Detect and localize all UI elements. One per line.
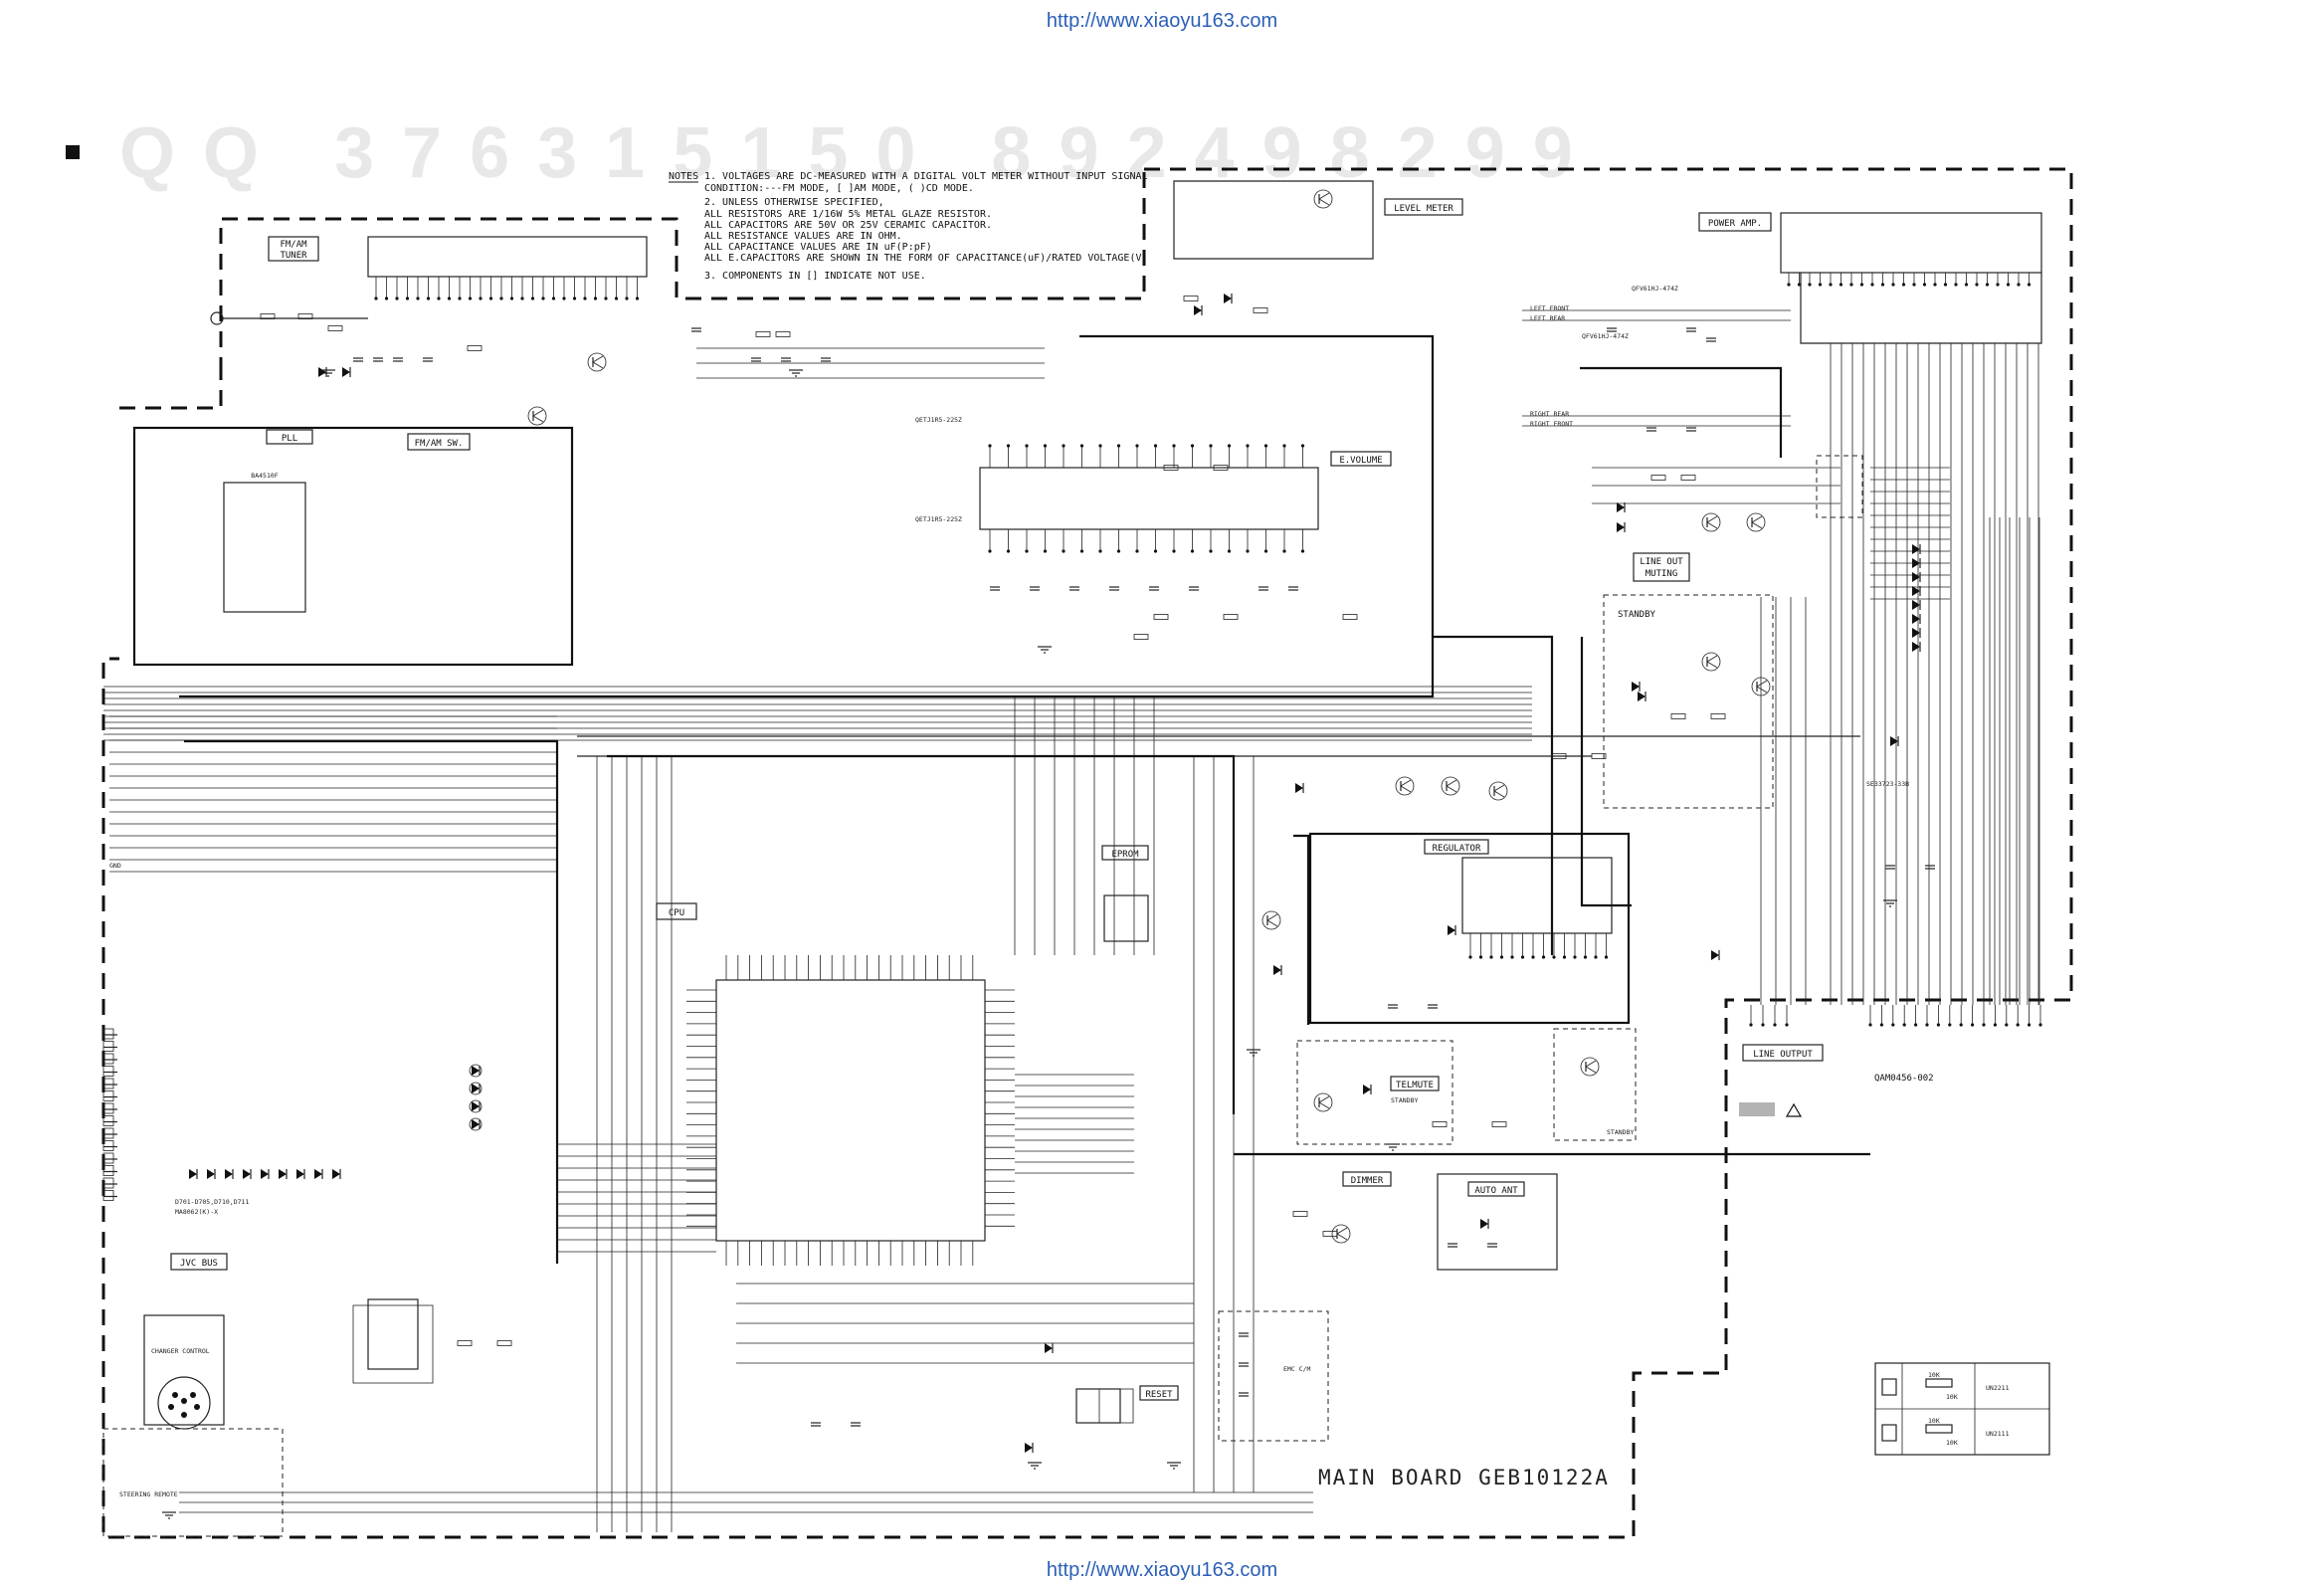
- auto-ant-block: AUTO ANT: [1437, 1173, 1558, 1271]
- main-connector: QAM0456-002: [1868, 1005, 2042, 1084]
- notes-heading: NOTES: [669, 171, 698, 182]
- transistor-legend: 10K 10K UN2211 10K 10K UN2111: [1874, 1362, 2050, 1456]
- line-out-muting-label-2: MUTING: [1646, 569, 1678, 579]
- eprom-block: EPROM: [1101, 845, 1149, 942]
- legend-part-row1: UN2211: [1986, 1384, 2010, 1392]
- e-volume-label: E.VOLUME: [1339, 456, 1382, 466]
- pll-label: PLL: [282, 434, 297, 444]
- note-line-6: ALL RESISTANCE VALUES ARE IN OHM.: [704, 231, 902, 242]
- signal-left-front: LEFT FRONT: [1530, 304, 1569, 312]
- note-line-9: 3. COMPONENTS IN [] INDICATE NOT USE.: [704, 271, 926, 282]
- header-url[interactable]: http://www.xiaoyu163.com: [1047, 10, 1277, 32]
- board-title: MAIN BOARD GEB10122A: [1318, 1466, 1610, 1489]
- note-line-4: ALL RESISTORS ARE 1/16W 5% METAL GLAZE R…: [704, 209, 992, 220]
- eprom-label: EPROM: [1111, 850, 1139, 860]
- warning-icon: [1785, 1102, 1803, 1117]
- reset-block: RESET: [1075, 1385, 1179, 1424]
- power-amp-block: POWER AMP.: [1698, 212, 2042, 344]
- level-meter-block: LEVEL METER: [1173, 180, 1463, 260]
- telmute-block: TELMUTE STANDBY: [1296, 1040, 1453, 1145]
- legend-part-row2: UN2111: [1986, 1430, 2010, 1438]
- legend-r2-row2: 10K: [1946, 1439, 1958, 1447]
- reset-label: RESET: [1145, 1390, 1173, 1400]
- notes-block: NOTES 1. VOLTAGES ARE DC-MEASURED WITH A…: [669, 171, 1148, 282]
- power-amp-label: POWER AMP.: [1708, 219, 1762, 229]
- warning-swatch: [1739, 1102, 1775, 1116]
- steering-remote-block: STEERING REMOTE: [102, 1428, 284, 1537]
- e-vol-cap-bottom: QETJ1R5-225Z: [915, 515, 962, 523]
- legend-r1-row1: 10K: [1928, 1371, 1940, 1379]
- steering-remote-label: STEERING REMOTE: [119, 1490, 178, 1498]
- fm-am-tuner-block: FM/AM TUNER: [268, 236, 648, 300]
- fm-am-sw-label: FM/AM SW.: [415, 439, 464, 449]
- auto-ant-label: AUTO ANT: [1474, 1186, 1518, 1196]
- zener-code: SE33723-33B: [1866, 780, 1909, 788]
- line-output-block: LINE OUTPUT: [1742, 1005, 1824, 1062]
- regulator-block: REGULATOR: [1308, 832, 1631, 1025]
- legend-r1-row2: 10K: [1928, 1417, 1940, 1425]
- signal-right-rear: RIGHT REAR: [1530, 410, 1569, 418]
- emc-cm-label: EMC C/M: [1283, 1365, 1310, 1373]
- jvc-bus-block: JVC BUS CHANGER CONTROL: [143, 1253, 419, 1430]
- page-marker: [66, 145, 80, 159]
- signal-left-rear: LEFT REAR: [1530, 314, 1565, 322]
- cpu-block: CPU: [656, 902, 1015, 1266]
- dimmer-label: DIMMER: [1351, 1176, 1384, 1186]
- cap-code-2: QFV61HJ-474Z: [1582, 332, 1629, 340]
- tuner-label-2: TUNER: [280, 251, 307, 261]
- line-output-label: LINE OUTPUT: [1753, 1050, 1813, 1060]
- circuit-wiring: [102, 189, 2040, 1532]
- diode-array-code: MA8062(K)-X: [175, 1208, 218, 1216]
- cpu-label: CPU: [669, 908, 684, 918]
- dimmer-block: DIMMER: [1342, 1171, 1392, 1187]
- standby-small-label: STANDBY: [1391, 1096, 1418, 1104]
- board-outline: [101, 167, 2073, 1539]
- pll-ic-code: BA4510F: [251, 472, 278, 480]
- line-out-muting-block: LINE OUT MUTING STANDBY: [1603, 455, 1863, 809]
- footer-url[interactable]: http://www.xiaoyu163.com: [1047, 1559, 1277, 1581]
- level-meter-label: LEVEL METER: [1394, 204, 1453, 214]
- e-volume-block: E.VOLUME QETJ1R5-225Z QETJ1R5-225Z: [915, 416, 1392, 553]
- note-line-1: 1. VOLTAGES ARE DC-MEASURED WITH A DIGIT…: [704, 171, 1148, 182]
- gnd-label: GND: [109, 862, 121, 870]
- standby-relay-label: STANDBY: [1607, 1128, 1634, 1136]
- changer-control-label: CHANGER CONTROL: [151, 1347, 210, 1355]
- telmute-label: TELMUTE: [1396, 1081, 1434, 1090]
- note-line-7: ALL CAPACITANCE VALUES ARE IN uF(P:pF): [704, 242, 932, 253]
- connector-code: QAM0456-002: [1874, 1074, 1934, 1084]
- tuner-label-1: FM/AM: [280, 240, 307, 250]
- diode-array-caption: D701-D705,D710,D711: [175, 1198, 249, 1206]
- legend-r2-row1: 10K: [1946, 1393, 1958, 1401]
- signal-right-front: RIGHT FRONT: [1530, 420, 1573, 428]
- note-line-2: CONDITION:---FM MODE, [ ]AM MODE, ( )CD …: [704, 183, 974, 194]
- note-line-3: 2. UNLESS OTHERWISE SPECIFIED,: [704, 197, 884, 208]
- standby-label: STANDBY: [1618, 610, 1656, 620]
- cap-code-1: QFV61HJ-474Z: [1632, 285, 1678, 293]
- regulator-label: REGULATOR: [1433, 844, 1481, 854]
- note-line-8: ALL E.CAPACITORS ARE SHOWN IN THE FORM O…: [704, 253, 1148, 264]
- jvc-bus-label: JVC BUS: [180, 1259, 218, 1269]
- line-out-muting-label-1: LINE OUT: [1640, 557, 1683, 567]
- e-vol-cap-top: QETJ1R5-225Z: [915, 416, 962, 424]
- standby-relay-box: [1553, 1028, 1637, 1141]
- watermark-digits: QQ 376315150 892498299: [119, 113, 1601, 193]
- pll-block: PLL BA4510F FM/AM SW.: [132, 426, 574, 667]
- emc-cm-block: EMC C/M: [1218, 1310, 1329, 1442]
- note-line-5: ALL CAPACITORS ARE 50V OR 25V CERAMIC CA…: [704, 220, 992, 231]
